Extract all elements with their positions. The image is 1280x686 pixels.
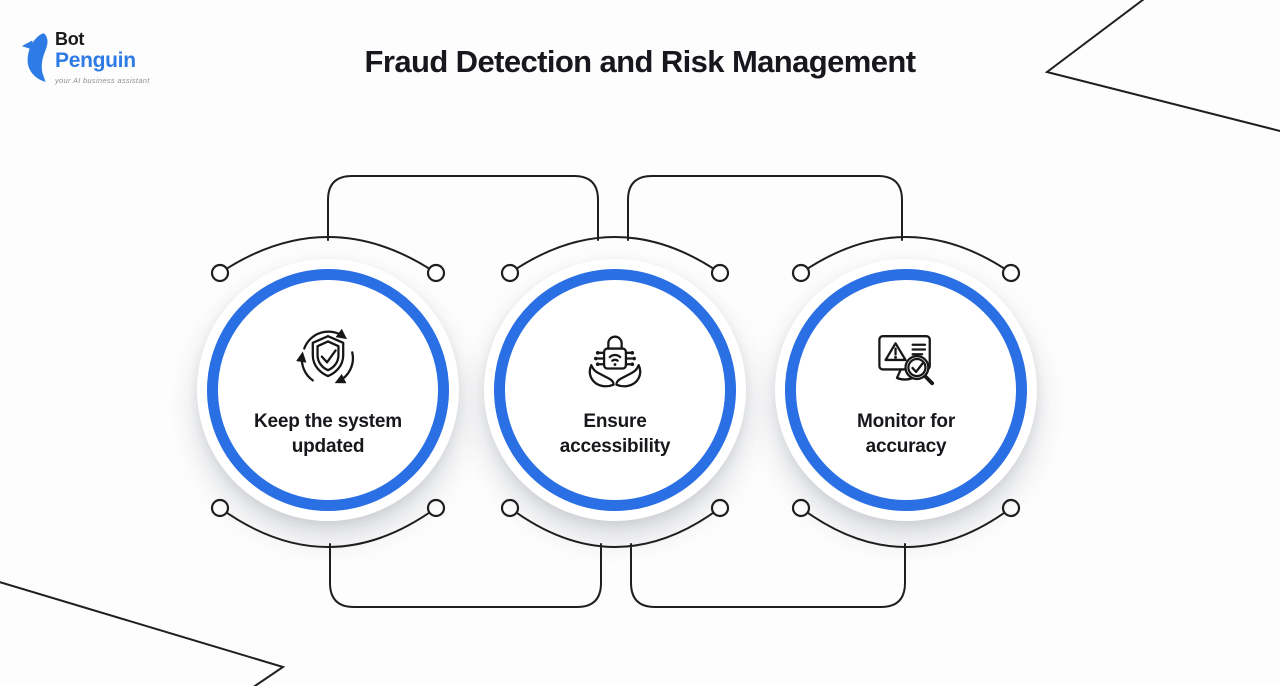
rail-top-1 bbox=[327, 175, 599, 241]
step-card-keep-system-updated: Keep the system updated bbox=[197, 259, 459, 521]
hands-security-lock-icon bbox=[588, 335, 642, 388]
node-dot bbox=[1001, 498, 1021, 518]
step-card-ensure-accessibility: Ensure accessibility bbox=[484, 259, 746, 521]
logo-tagline: your AI business assistant bbox=[55, 76, 150, 85]
node-dot bbox=[710, 498, 730, 518]
rail-bottom-1 bbox=[329, 543, 602, 608]
step-label: Ensure accessibility bbox=[559, 410, 671, 457]
node-dot bbox=[426, 263, 446, 283]
node-dot bbox=[210, 498, 230, 518]
step-ring: Ensure accessibility bbox=[494, 269, 736, 511]
step-ring: Monitor for accuracy bbox=[785, 269, 1027, 511]
botpenguin-logo: Bot Penguin your AI business assistant bbox=[20, 30, 150, 85]
logo-word-bot: Bot bbox=[55, 29, 85, 49]
node-dot bbox=[500, 263, 520, 283]
shield-refresh-icon bbox=[296, 328, 354, 384]
rail-bottom-2 bbox=[630, 543, 906, 608]
node-dot bbox=[791, 498, 811, 518]
penguin-icon bbox=[21, 33, 48, 82]
page-title: Fraud Detection and Risk Management bbox=[364, 44, 916, 79]
logo-word-penguin: Penguin bbox=[55, 49, 136, 72]
step-label: Keep the system updated bbox=[253, 410, 402, 457]
rail-top-2 bbox=[627, 175, 903, 241]
step-ring: Keep the system updated bbox=[207, 269, 449, 511]
monitor-alert-check-icon bbox=[878, 334, 935, 385]
node-dot bbox=[1001, 263, 1021, 283]
node-dot bbox=[426, 498, 446, 518]
step-card-monitor-for-accuracy: Monitor for accuracy bbox=[775, 259, 1037, 521]
node-dot bbox=[710, 263, 730, 283]
corner-line-bottom-left bbox=[0, 581, 286, 686]
node-dot bbox=[210, 263, 230, 283]
node-dot bbox=[500, 498, 520, 518]
step-label: Monitor for accuracy bbox=[856, 410, 956, 457]
node-dot bbox=[791, 263, 811, 283]
